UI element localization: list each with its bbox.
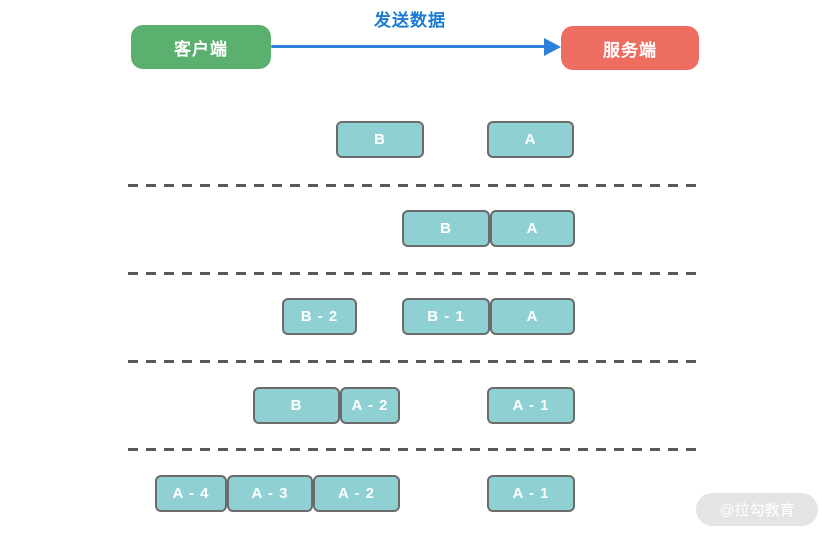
packet-box: A - 3 xyxy=(227,475,313,512)
packet-box: B xyxy=(402,210,490,247)
step-divider xyxy=(128,184,697,187)
packet-box: A - 1 xyxy=(487,475,575,512)
step-divider xyxy=(128,448,697,451)
packet-box: B xyxy=(253,387,340,424)
packet-box: B - 2 xyxy=(282,298,357,335)
step-divider xyxy=(128,360,697,363)
step-divider xyxy=(128,272,697,275)
packet-box: A - 4 xyxy=(155,475,227,512)
packet-box: B - 1 xyxy=(402,298,490,335)
send-arrow-line xyxy=(271,45,547,48)
arrowhead-icon xyxy=(544,38,561,56)
packet-box: A - 2 xyxy=(340,387,400,424)
packet-box: A - 1 xyxy=(487,387,575,424)
send-data-label: 发送数据 xyxy=(374,11,446,30)
packet-box: A xyxy=(490,210,575,247)
packet-box: A xyxy=(487,121,574,158)
server-node: 服务端 xyxy=(561,26,699,70)
watermark-badge: @拉勾教育 xyxy=(696,493,818,526)
packet-box: A xyxy=(490,298,575,335)
packet-box: A - 2 xyxy=(313,475,400,512)
packet-box: B xyxy=(336,121,424,158)
client-node: 客户端 xyxy=(131,25,271,69)
